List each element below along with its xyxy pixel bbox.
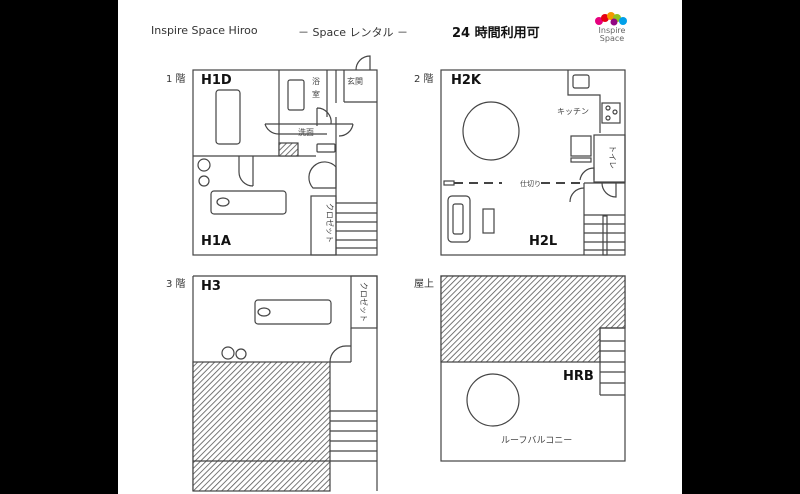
bath-label-1: 浴 [312,76,320,86]
floor-roof-plan [440,275,626,462]
room-label-hrb: HRB [563,369,594,384]
floor-label-1f: 1 階 [166,74,186,85]
room-label-h2l: H2L [529,234,557,249]
kitchen-label: キッチン [557,107,589,116]
closet-label-1f: クロゼット [325,203,335,243]
logo-line1: Inspire [598,26,626,35]
availability-text: 24 時間利用可 [452,26,540,41]
entrance-label: 玄関 [347,76,363,86]
inspire-space-logo: Inspire Space [592,8,632,48]
floor-plan-page: Inspire Space Hiroo － Space レンタル － 24 時間… [118,0,682,494]
room-label-h3: H3 [201,279,221,294]
subtitle: － Space レンタル － [298,26,409,39]
washroom-label: 洗面 [298,127,314,137]
roof-balcony-label: ルーフバルコニー [501,435,572,446]
floor-3f-plan [192,275,378,492]
floor-1f-plan [192,55,378,256]
floor-label-roof: 屋上 [414,279,434,290]
logo-line2: Space [599,34,625,43]
room-label-h1a: H1A [201,234,231,249]
toilet-label: トイレ [608,145,617,169]
floor-label-3f: 3 階 [166,279,186,290]
floor-2f-plan [440,69,626,256]
floor-plan-drawing: H1D H1A H2K H2L H3 HRB 浴 室 玄関 洗面 クロゼット キ… [192,55,626,492]
closet-label-3f: クロゼット [359,282,369,322]
venue-name: Inspire Space Hiroo [151,24,258,37]
room-label-h2k: H2K [451,73,482,88]
logo-dots-icon [595,12,627,26]
partition-label: 仕切り [520,179,541,188]
floor-label-2f: 2 階 [414,74,434,85]
bath-label-2: 室 [312,89,320,99]
room-label-h1d: H1D [201,73,232,88]
